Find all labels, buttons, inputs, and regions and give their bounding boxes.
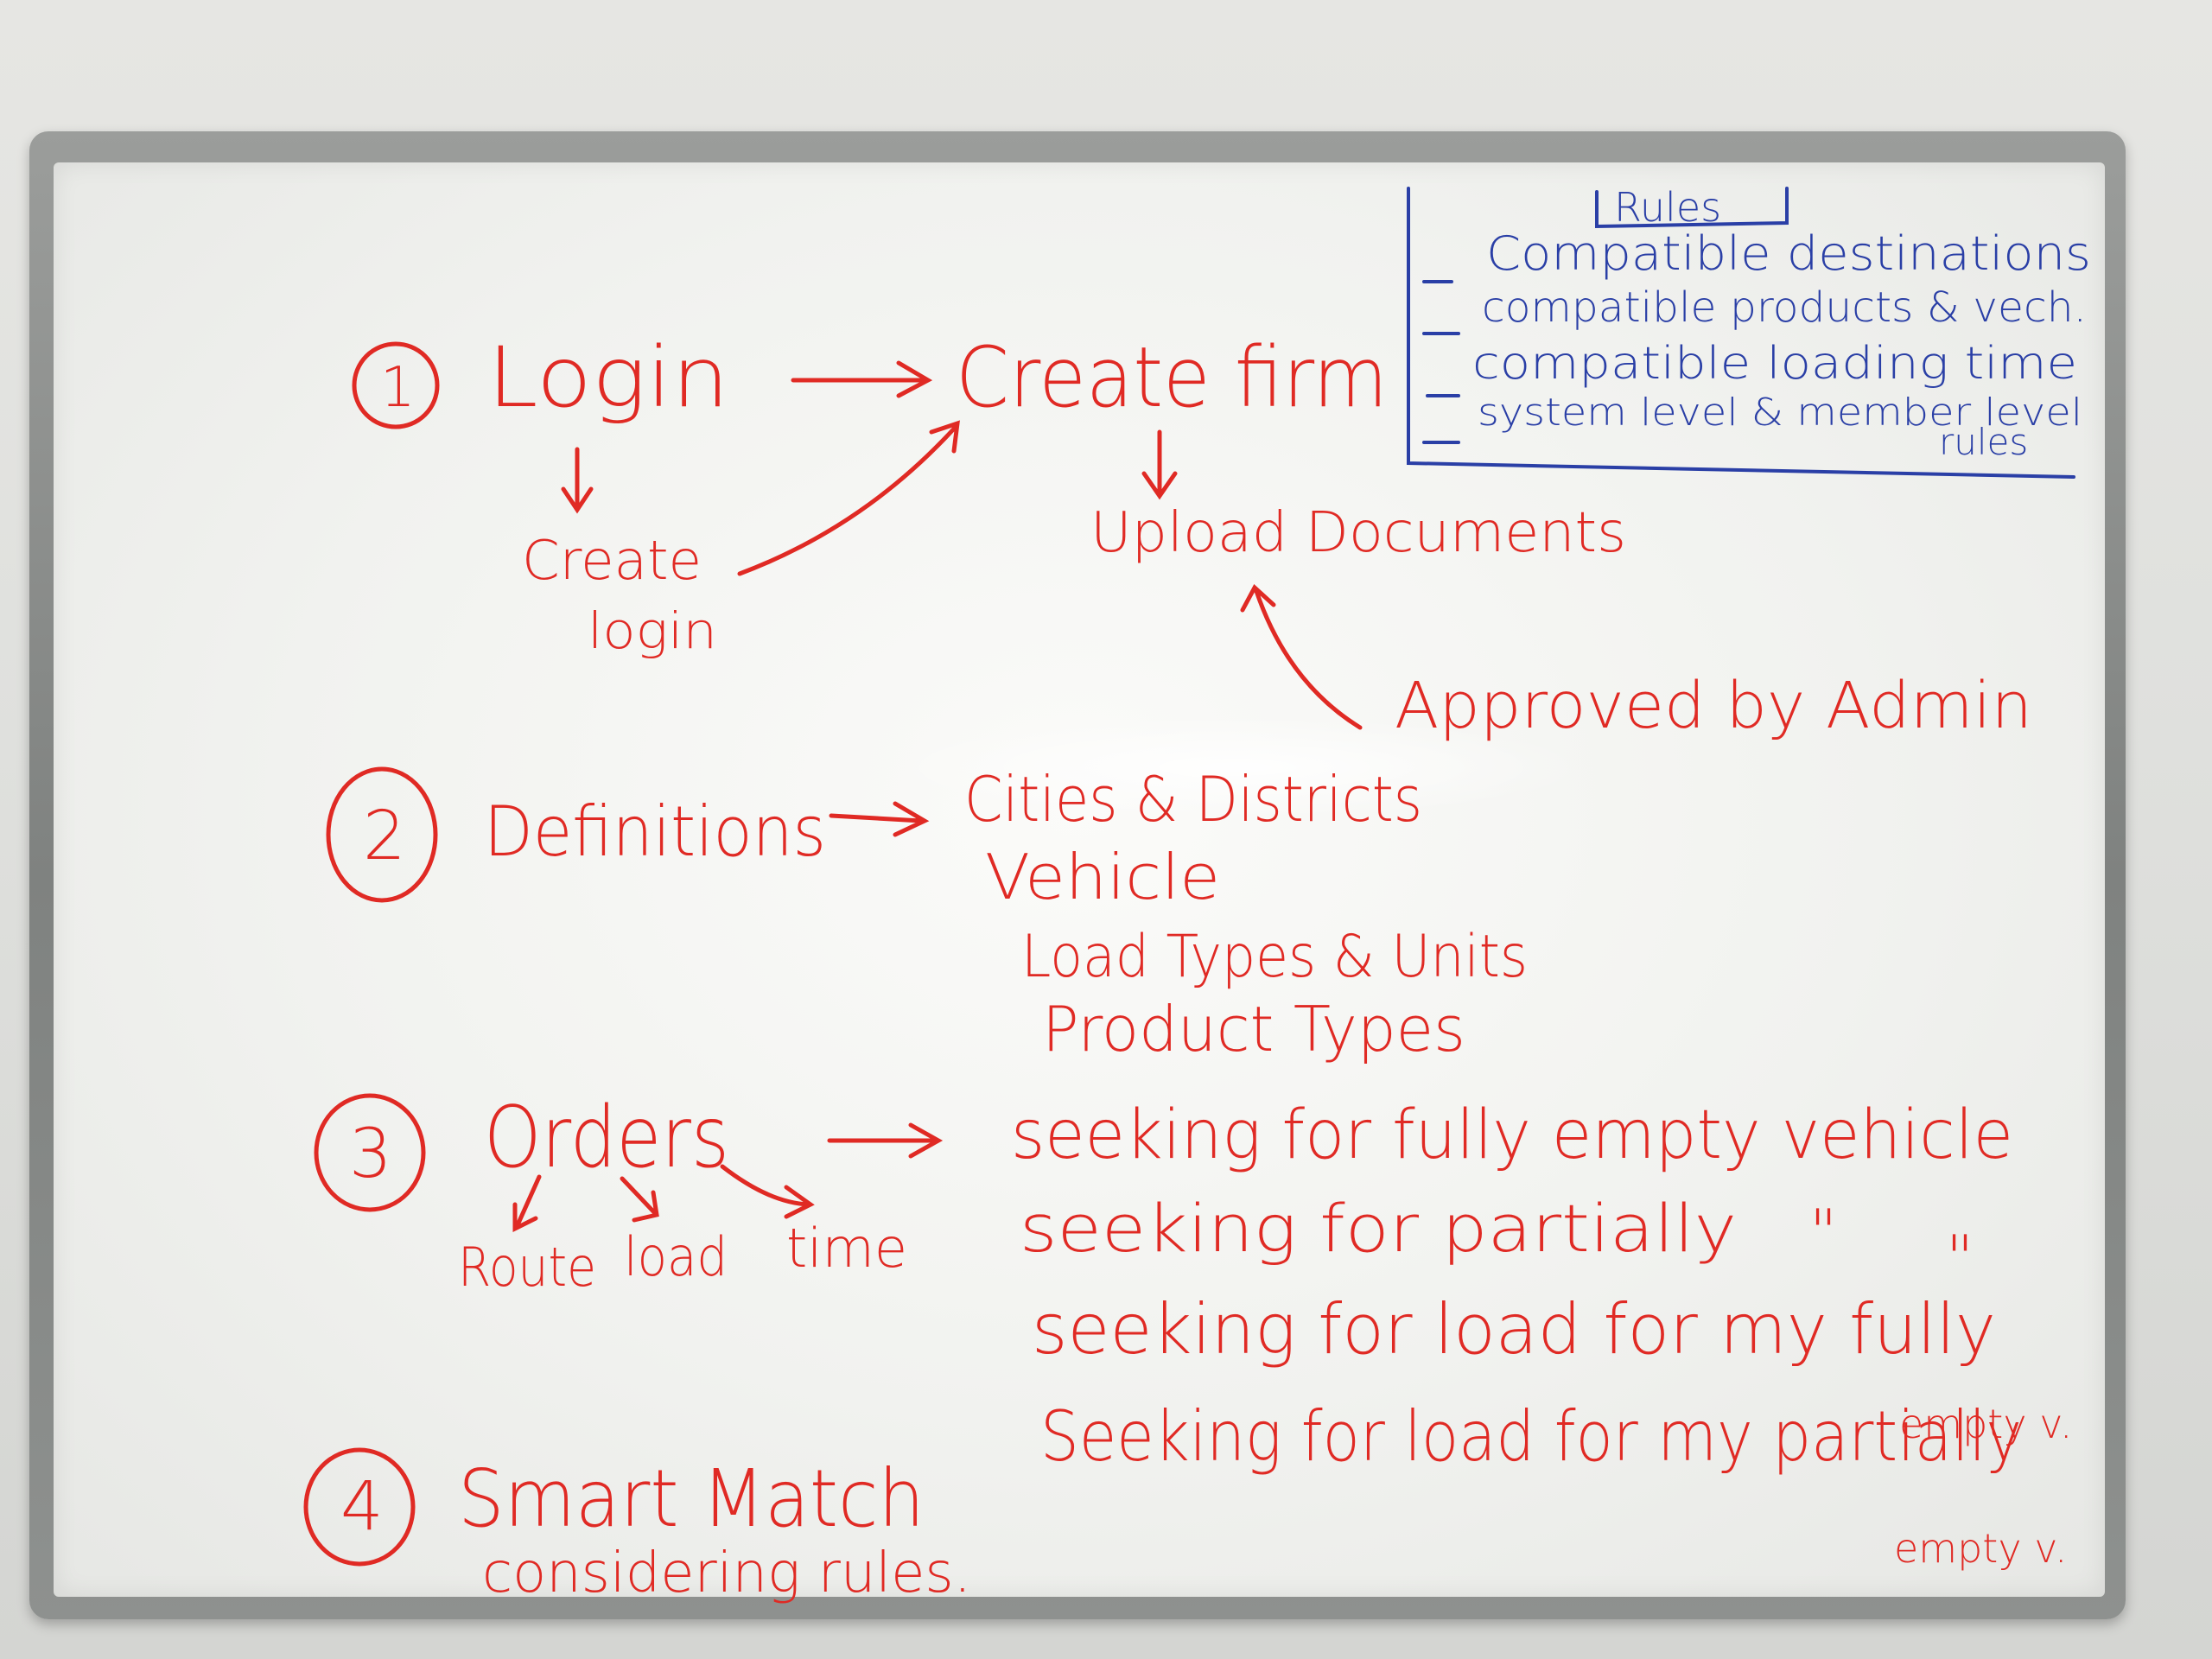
step-4-number: 4 (340, 1468, 384, 1546)
rules-item-3: compatible loading time (1472, 338, 2077, 390)
whiteboard-surface (54, 162, 2105, 1597)
step-3-circle (314, 1093, 426, 1212)
create-login-line-2: login (588, 601, 717, 660)
light-glare (883, 715, 1592, 819)
rules-box: Rules Compatible destinations compatible… (1407, 184, 2091, 479)
rules-item-4-tail: rules (1939, 421, 2028, 463)
seeking-line-4: Seeking for load for my partially (1040, 1396, 2022, 1477)
considering-rules-label: considering rules. (482, 1541, 971, 1605)
orders-sub-time: time (786, 1217, 907, 1280)
arrow-login-down (561, 447, 594, 514)
orders-sub-load: load (624, 1225, 728, 1288)
create-firm-label: Create firm (956, 329, 1388, 426)
step-2-number: 2 (363, 798, 406, 875)
seeking-line-3: seeking for load for my fully (1032, 1289, 1996, 1370)
step-1: 1 Login Create firm Create login Upload … (352, 329, 2032, 743)
arrow-orders-route (512, 1174, 542, 1233)
definitions-label: Definitions (484, 791, 826, 872)
seeking-line-2: seeking for partially (1020, 1190, 1737, 1267)
arrow-login-to-firm (791, 360, 933, 398)
step-4-circle (303, 1447, 416, 1567)
arrow-orders-load (620, 1176, 659, 1223)
arrow-orders-time (720, 1164, 815, 1219)
arrow-approved-to-upload (1240, 583, 1363, 730)
seeking-line-1: seeking for fully empty vehicle (1011, 1096, 2013, 1174)
empty-v-label-2: empty v. (1894, 1525, 2067, 1572)
arrow-definitions (829, 801, 930, 837)
rules-item-4: system level & member level (1478, 391, 2082, 435)
step-1-circle (352, 341, 440, 429)
login-label: Login (487, 329, 729, 426)
definition-item-2: Vehicle (985, 841, 1220, 913)
ditto-mark-1: " (1809, 1197, 1837, 1268)
orders-sub-route: Route (458, 1236, 596, 1299)
empty-v-label-1: empty v. (1899, 1401, 2072, 1447)
rules-title: Rules (1614, 184, 1721, 231)
orders-label: Orders (484, 1089, 729, 1187)
rules-title-box (1595, 187, 1789, 229)
rules-item-1: Compatible destinations (1486, 226, 2091, 281)
step-4: 4 Smart Match considering rules. (303, 1447, 971, 1605)
step-3: 3 Orders Route load time seeking for ful… (314, 1089, 2072, 1572)
step-1-number: 1 (380, 356, 416, 420)
ditto-mark-2: " (1946, 1223, 1974, 1294)
arrow-create-login-to-firm (737, 420, 960, 576)
arrow-orders-seeking (827, 1122, 944, 1159)
arrow-firm-down (1141, 429, 1178, 500)
definition-item-4: Product Types (1042, 993, 1465, 1065)
smart-match-label: Smart Match (458, 1452, 925, 1545)
step-3-number: 3 (349, 1116, 392, 1193)
step-2-circle (326, 766, 438, 903)
rules-box-border (1407, 187, 2075, 479)
upload-documents-label: Upload Documents (1090, 501, 1626, 565)
definition-item-1: Cities & Districts (964, 763, 1422, 836)
rules-item-2: compatible products & vech. (1482, 283, 2087, 332)
approved-by-admin-label: Approved by Admin (1395, 669, 2032, 743)
definition-item-3: Load Types & Units (1021, 923, 1528, 991)
create-login-line-1: Create (522, 529, 702, 592)
step-2: 2 Definitions Cities & Districts Vehicle… (326, 763, 1528, 1065)
